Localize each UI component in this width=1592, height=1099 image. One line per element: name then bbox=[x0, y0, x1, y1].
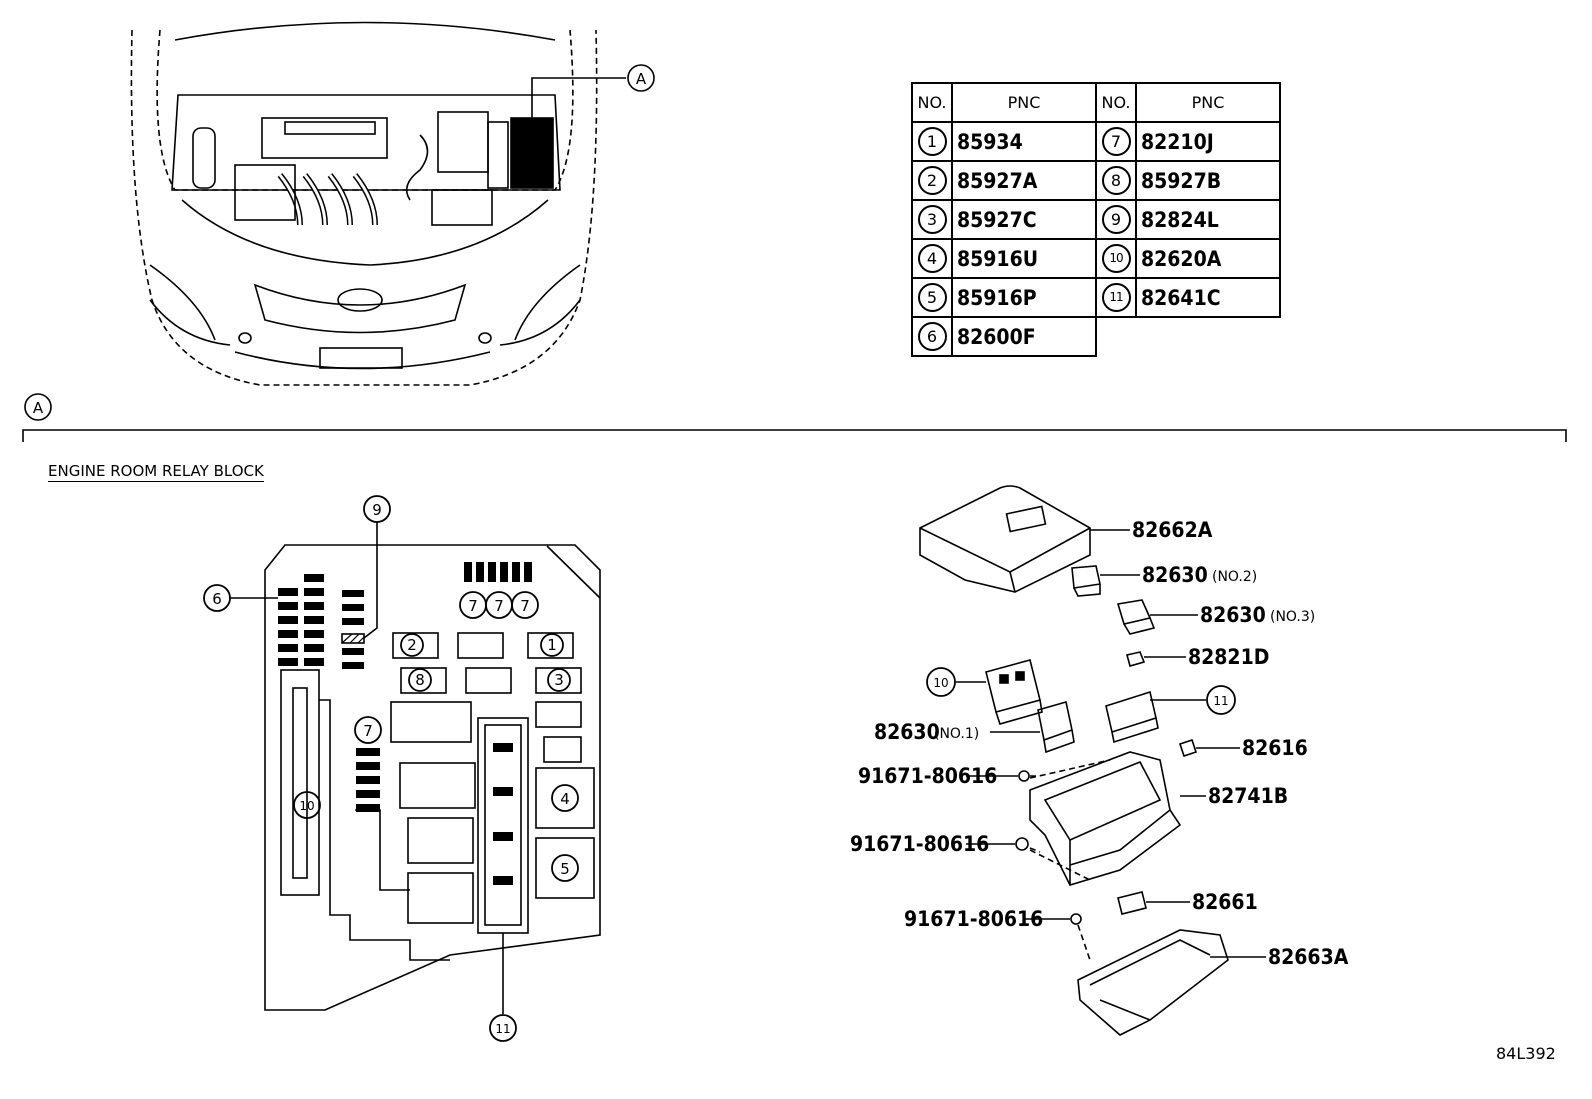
row-no: 1 bbox=[917, 127, 947, 156]
layout-callouts: A A bbox=[33, 70, 647, 417]
row-pnc: 85927C bbox=[951, 199, 1097, 240]
header-no-right: NO. bbox=[1095, 82, 1137, 123]
exploded-callout-10: 10 bbox=[933, 676, 948, 690]
callout-7d: 7 bbox=[363, 722, 373, 740]
callout-4: 4 bbox=[560, 790, 570, 808]
callout-8: 8 bbox=[415, 671, 425, 689]
callout-9: 9 bbox=[372, 501, 382, 519]
table-row: 3 85927C 9 82824L bbox=[911, 199, 1281, 240]
label-bolt-3: 91671-80616 bbox=[904, 907, 1043, 931]
callout-1: 1 bbox=[547, 636, 557, 654]
table-row: 6 82600F bbox=[911, 316, 1280, 357]
exploded-callout-11: 11 bbox=[1213, 694, 1228, 708]
callout-a-section-text: A bbox=[33, 399, 44, 417]
table-row: 2 85927A 8 85927B bbox=[911, 160, 1281, 201]
row-pnc: 85927B bbox=[1135, 160, 1281, 201]
exploded-labels: 82662A 82630 (NO.2) 82630 (NO.3) 82821D … bbox=[850, 518, 1349, 969]
row-pnc: 82641C bbox=[1135, 277, 1281, 318]
row-pnc: 82600F bbox=[951, 316, 1097, 357]
row-no: 5 bbox=[917, 283, 947, 312]
exploded-view bbox=[919, 485, 1266, 1036]
row-no: 4 bbox=[917, 244, 947, 273]
callout-7a: 7 bbox=[468, 597, 478, 615]
fuse-grid-left bbox=[278, 562, 532, 885]
row-pnc: 82824L bbox=[1135, 199, 1281, 240]
callout-2: 2 bbox=[407, 636, 417, 654]
callout-11: 11 bbox=[495, 1022, 510, 1036]
car-front-illustration bbox=[130, 21, 626, 386]
row-no: 7 bbox=[1101, 127, 1131, 156]
row-no: 6 bbox=[917, 322, 947, 351]
label-82662a: 82662A bbox=[1132, 518, 1213, 542]
row-no: 11 bbox=[1101, 283, 1131, 312]
row-pnc: 82210J bbox=[1135, 121, 1281, 162]
table-row: 4 85916U 10 82620A bbox=[911, 238, 1281, 279]
section-title: ENGINE ROOM RELAY BLOCK bbox=[48, 462, 264, 482]
callout-a-car bbox=[627, 64, 655, 92]
relay-block-layout bbox=[230, 522, 601, 1014]
header-pnc-right: PNC bbox=[1135, 82, 1281, 123]
note-no3: (NO.3) bbox=[1270, 609, 1315, 625]
table-row: 1 85934 7 82210J bbox=[911, 121, 1281, 162]
label-82630-no1: 82630 bbox=[874, 720, 940, 744]
pnc-table: NO. PNC NO. PNC 1 85934 7 82210J 2 85927… bbox=[911, 82, 1281, 357]
row-pnc: 85934 bbox=[951, 121, 1097, 162]
relay-callout-numbers: 6 9 7 7 7 2 1 8 3 7 4 5 10 11 10 11 bbox=[212, 501, 1228, 1036]
row-no: 9 bbox=[1101, 205, 1131, 234]
label-bolt-2: 91671-80616 bbox=[850, 832, 989, 856]
relay-callout-circles bbox=[203, 495, 1236, 1042]
callout-3: 3 bbox=[554, 671, 564, 689]
row-pnc: 82620A bbox=[1135, 238, 1281, 279]
callout-10: 10 bbox=[299, 799, 314, 813]
row-pnc: 85927A bbox=[951, 160, 1097, 201]
table-row: 5 85916P 11 82641C bbox=[911, 277, 1281, 318]
label-82630-no3: 82630 bbox=[1200, 603, 1266, 627]
callout-a-section bbox=[24, 393, 52, 421]
callout-a-car-text: A bbox=[636, 70, 647, 88]
row-pnc: 85916U bbox=[951, 238, 1097, 279]
callout-7b: 7 bbox=[494, 597, 504, 615]
callout-7c: 7 bbox=[520, 597, 530, 615]
drawing-code: 84L392 bbox=[1496, 1044, 1556, 1063]
label-82663a: 82663A bbox=[1268, 945, 1349, 969]
note-no2: (NO.2) bbox=[1212, 569, 1257, 585]
header-no-left: NO. bbox=[911, 82, 953, 123]
row-no: 8 bbox=[1101, 166, 1131, 195]
callout-6: 6 bbox=[212, 590, 222, 608]
row-no: 2 bbox=[917, 166, 947, 195]
label-82661: 82661 bbox=[1192, 890, 1258, 914]
label-82616: 82616 bbox=[1242, 736, 1308, 760]
row-pnc: 85916P bbox=[951, 277, 1097, 318]
callout-5: 5 bbox=[560, 860, 570, 878]
header-pnc-left: PNC bbox=[951, 82, 1097, 123]
section-divider bbox=[22, 429, 1567, 442]
row-no: 3 bbox=[917, 205, 947, 234]
label-82741b: 82741B bbox=[1208, 784, 1288, 808]
label-bolt-1: 91671-80616 bbox=[858, 764, 997, 788]
label-82821d: 82821D bbox=[1188, 645, 1269, 669]
label-82630-no2: 82630 bbox=[1142, 563, 1208, 587]
note-no1: (NO.1) bbox=[934, 726, 979, 742]
row-no: 10 bbox=[1101, 244, 1131, 273]
